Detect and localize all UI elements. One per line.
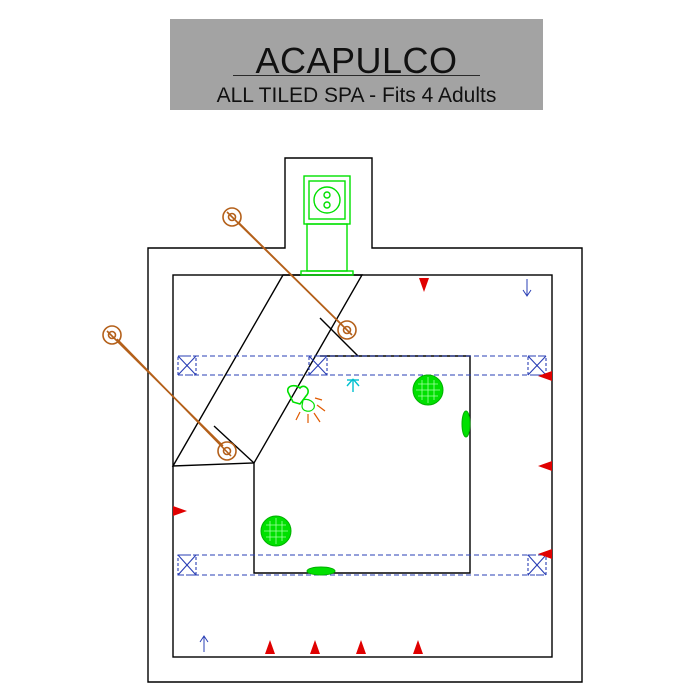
jet-marker-icon	[356, 640, 366, 654]
support-beam-upper	[177, 355, 547, 376]
beam-post	[527, 355, 547, 376]
jet-marker-icon	[265, 640, 275, 654]
spa-light-icon	[346, 378, 360, 392]
jet-marker-icon	[538, 549, 552, 559]
flow-arrow-icon	[199, 635, 209, 652]
beam-post	[527, 554, 547, 576]
support-beam-lower	[177, 554, 547, 576]
interior-rim-outline	[172, 274, 553, 658]
jet-markers	[173, 278, 552, 654]
floor-drain-icon	[260, 515, 292, 547]
outer-shell-outline	[147, 157, 583, 683]
title-banner: ACAPULCO ALL TILED SPA - Fits 4 Adults	[170, 19, 543, 110]
beam-post	[308, 355, 328, 376]
jet-marker-icon	[413, 640, 423, 654]
beam-post	[177, 554, 197, 576]
wall-fitting-icon	[461, 410, 471, 438]
flow-arrow-icon	[522, 279, 532, 297]
jet-marker-icon	[419, 278, 429, 292]
grab-rail-lower	[102, 325, 237, 461]
skimmer-filter-icon	[303, 175, 351, 225]
jet-marker-icon	[173, 506, 187, 516]
spa-model-title: ACAPULCO	[255, 40, 458, 81]
spa-model-subtitle: ALL TILED SPA - Fits 4 Adults	[216, 84, 497, 107]
lounge-seat-divider-top	[319, 317, 359, 357]
pump-housing-icon	[300, 223, 354, 276]
jet-marker-icon	[538, 461, 552, 471]
air-control-icon	[286, 384, 326, 423]
title-underline	[233, 75, 480, 76]
floor-drain-icon	[412, 374, 444, 406]
jet-marker-icon	[538, 371, 552, 381]
wall-fitting-icon	[306, 566, 336, 576]
grab-rail-upper	[222, 207, 357, 340]
beam-post	[177, 355, 197, 376]
jet-marker-icon	[310, 640, 320, 654]
lounge-seat-outline	[171, 274, 364, 467]
